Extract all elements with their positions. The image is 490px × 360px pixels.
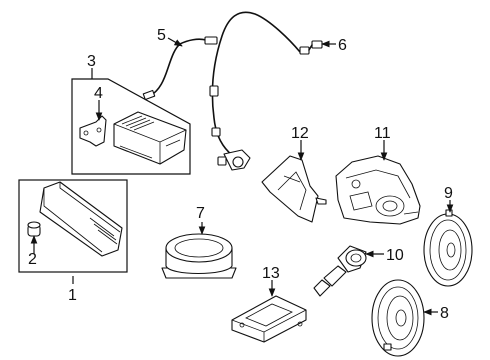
- bracket-12: [261, 155, 327, 223]
- tweeter-10: [313, 245, 367, 297]
- speaker-9: [423, 209, 473, 287]
- harness: [179, 36, 218, 45]
- callout-4: 4: [94, 85, 103, 102]
- leader-lines: [30, 37, 454, 316]
- callout-12: 12: [291, 125, 309, 142]
- receiver-box-frame: [71, 78, 191, 175]
- callout-7: 7: [196, 205, 205, 222]
- speaker-round-7: [161, 233, 237, 279]
- receiver-cable: [149, 43, 181, 97]
- receiver-unit: [113, 111, 187, 165]
- callout-3: 3: [87, 53, 96, 70]
- callout-labels: 1 2 3 4 5 6 7 8 9 10 11 12 13: [28, 27, 453, 322]
- callout-10: 10: [386, 247, 404, 264]
- module-box-frame: [18, 179, 128, 273]
- callout-2: 2: [28, 251, 37, 268]
- callout-8: 8: [440, 305, 449, 322]
- callout-9: 9: [444, 185, 453, 202]
- microphone: [27, 221, 41, 237]
- callout-5: 5: [157, 27, 166, 44]
- callout-6: 6: [338, 37, 347, 54]
- leader-5: [167, 37, 183, 47]
- antenna-cable: [209, 11, 323, 171]
- callout-11: 11: [374, 125, 391, 142]
- callout-13: 13: [262, 265, 280, 282]
- callout-1: 1: [68, 287, 77, 304]
- receiver-box-group: [71, 43, 191, 175]
- speaker-8: [371, 279, 425, 357]
- housing-11: [335, 155, 421, 225]
- flat-module-13: [231, 295, 307, 343]
- control-module: [39, 181, 123, 257]
- bracket: [79, 115, 107, 147]
